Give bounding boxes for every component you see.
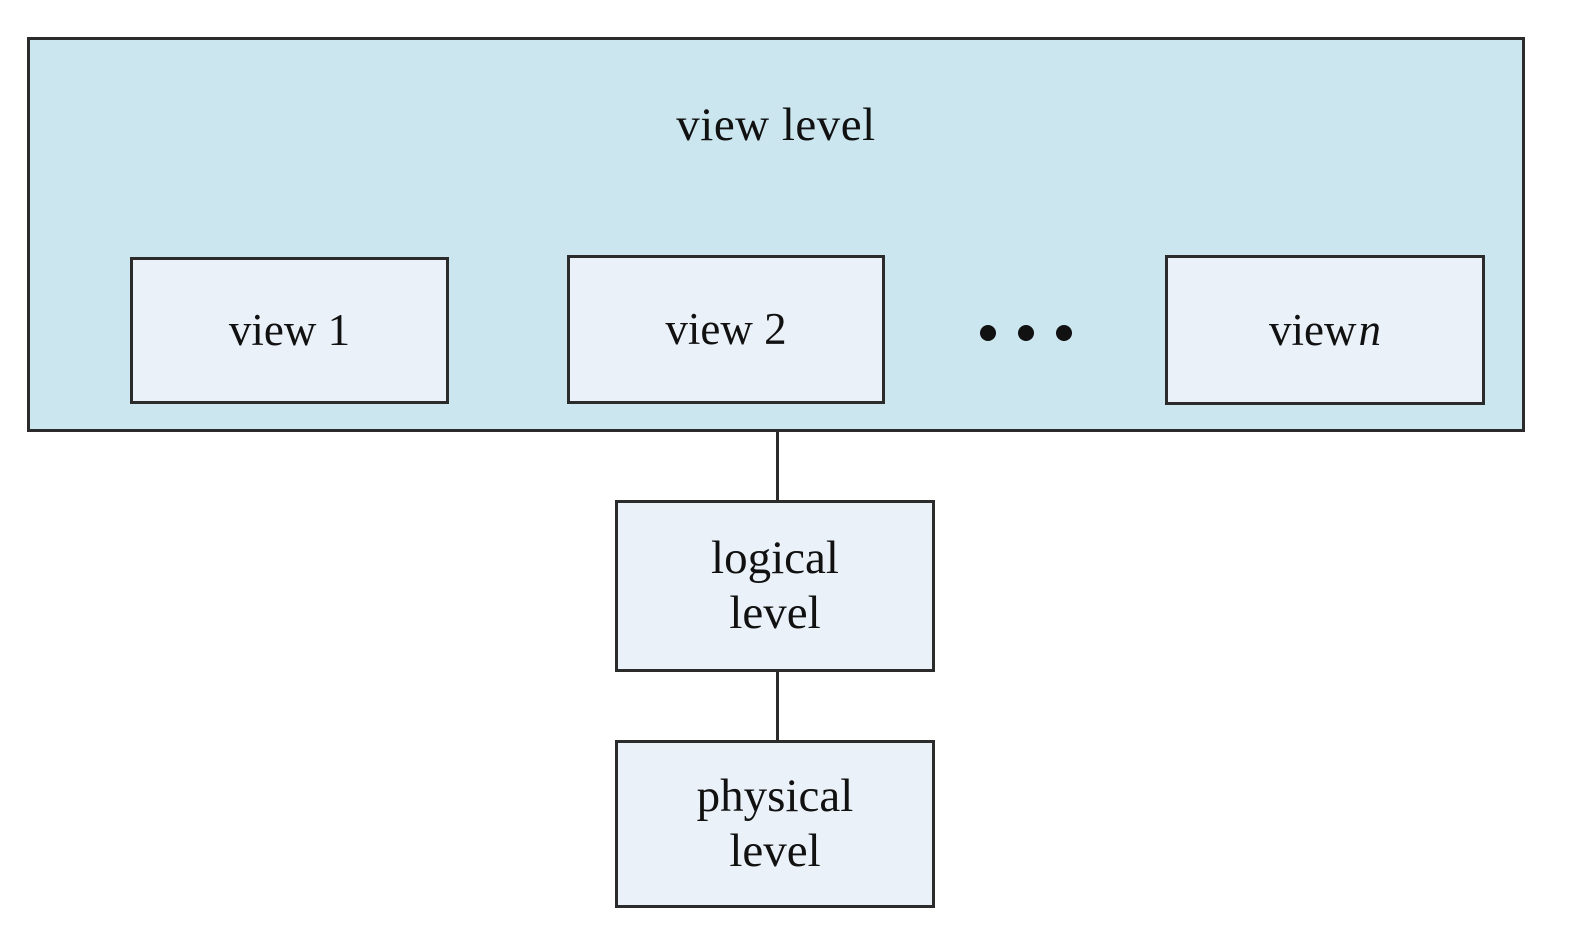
connector-logical-to-physical: [776, 670, 779, 742]
view-level-container: view level view 1 view 2 view n: [27, 37, 1525, 432]
view-box-1-label: view 1: [228, 305, 351, 355]
view-box-2[interactable]: view 2: [567, 255, 885, 404]
view-box-n[interactable]: view n: [1165, 255, 1485, 405]
physical-level-box[interactable]: physical level: [615, 740, 935, 908]
physical-level-label-line1: physical: [696, 769, 854, 822]
view-level-title: view level: [676, 99, 876, 151]
ellipsis-dot-3: [1056, 325, 1072, 341]
logical-level-box[interactable]: logical level: [615, 500, 935, 672]
physical-level-label-line2: level: [729, 825, 821, 877]
logical-level-label-line2: level: [729, 587, 821, 639]
view-box-n-label-word: view: [1269, 304, 1357, 355]
view-box-n-label-index: n: [1358, 304, 1381, 355]
ellipsis-dot-1: [980, 325, 996, 341]
view-box-1[interactable]: view 1: [130, 257, 449, 404]
ellipsis-indicator: [970, 305, 1082, 361]
view-box-2-label: view 2: [665, 304, 787, 354]
connector-view-to-logical: [776, 430, 779, 502]
logical-level-label-line1: logical: [711, 531, 839, 584]
ellipsis-dot-2: [1018, 325, 1034, 341]
